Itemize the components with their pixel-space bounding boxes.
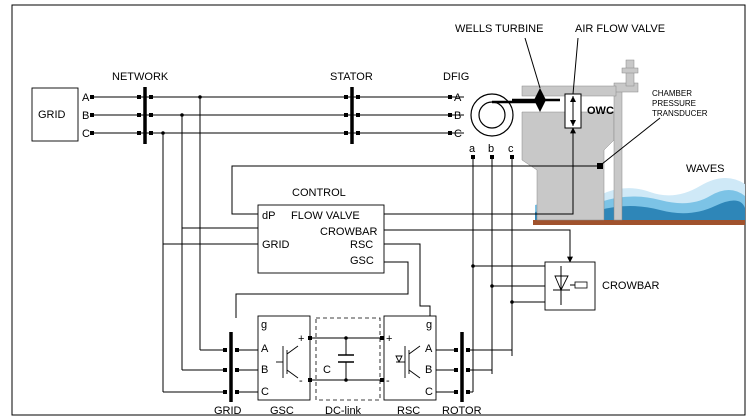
bottom-gsc-label: GSC (270, 405, 294, 417)
wells-turbine-label: WELLS TURBINE (455, 23, 543, 35)
control-flow-valve: FLOW VALVE (291, 210, 360, 222)
air-flow-valve-label: AIR FLOW VALVE (575, 23, 665, 35)
rsc-gate: g (426, 319, 432, 331)
rsc-plus: + (386, 333, 392, 345)
three-phase-lines (90, 95, 464, 135)
control-grid: GRID (262, 239, 290, 251)
crowbar-box (544, 261, 596, 311)
gsc-minus: - (299, 375, 303, 387)
control-gsc: GSC (350, 255, 374, 267)
rsc-phase-c: C (425, 386, 433, 398)
seabed (533, 220, 745, 225)
grid-phase-b: B (82, 110, 89, 122)
rsc-phase-b: B (425, 364, 432, 376)
bottom-rsc-label: RSC (397, 405, 420, 417)
pressure-transducer (597, 163, 603, 169)
gsc-gate: g (261, 319, 267, 331)
control-title: CONTROL (292, 187, 346, 199)
dfig-phase-a: A (454, 92, 462, 104)
stator-label: STATOR (330, 71, 373, 83)
rotor-phase-b: b (488, 143, 494, 155)
bottom-rotor-label: ROTOR (442, 405, 482, 417)
bottom-grid-label: GRID (214, 405, 242, 417)
rsc-phase-a: A (425, 343, 433, 355)
crowbar-label: CROWBAR (602, 280, 660, 292)
gsc-phase-b: B (261, 364, 268, 376)
owc-label: OWC (587, 105, 614, 117)
chamber-label-2: PRESSURE (652, 99, 696, 108)
rotor-phase-a: a (469, 143, 476, 155)
grid-source-label: GRID (38, 109, 66, 121)
control-rsc: RSC (350, 239, 373, 251)
dfig-phase-c: C (454, 128, 462, 140)
gsc-plus: + (298, 333, 304, 345)
chamber-label-3: TRANSDUCER (652, 109, 708, 118)
bottom-dclink-label: DC-link (325, 405, 362, 417)
grid-source-box (31, 87, 79, 142)
chamber-label-1: CHAMBER (652, 89, 692, 98)
owc-structure: OWC (512, 59, 639, 221)
control-crowbar: CROWBAR (320, 226, 378, 238)
rsc-minus: - (386, 375, 390, 387)
rsc-converter (383, 315, 437, 401)
control-dp: dP (262, 210, 275, 222)
network-label: NETWORK (112, 71, 169, 83)
dfig-phase-b: B (454, 110, 461, 122)
waves-label: WAVES (686, 163, 725, 175)
dc-link-box (315, 317, 381, 401)
dfig-label: DFIG (443, 71, 469, 83)
grid-phase-a: A (82, 92, 90, 104)
gsc-converter (257, 315, 311, 401)
gsc-phase-c: C (261, 386, 269, 398)
rotor-phase-c: c (508, 143, 514, 155)
gsc-phase-a: A (261, 343, 269, 355)
dc-link-capacitor: C (323, 364, 331, 376)
control-box (257, 204, 385, 274)
grid-phase-c: C (82, 128, 90, 140)
